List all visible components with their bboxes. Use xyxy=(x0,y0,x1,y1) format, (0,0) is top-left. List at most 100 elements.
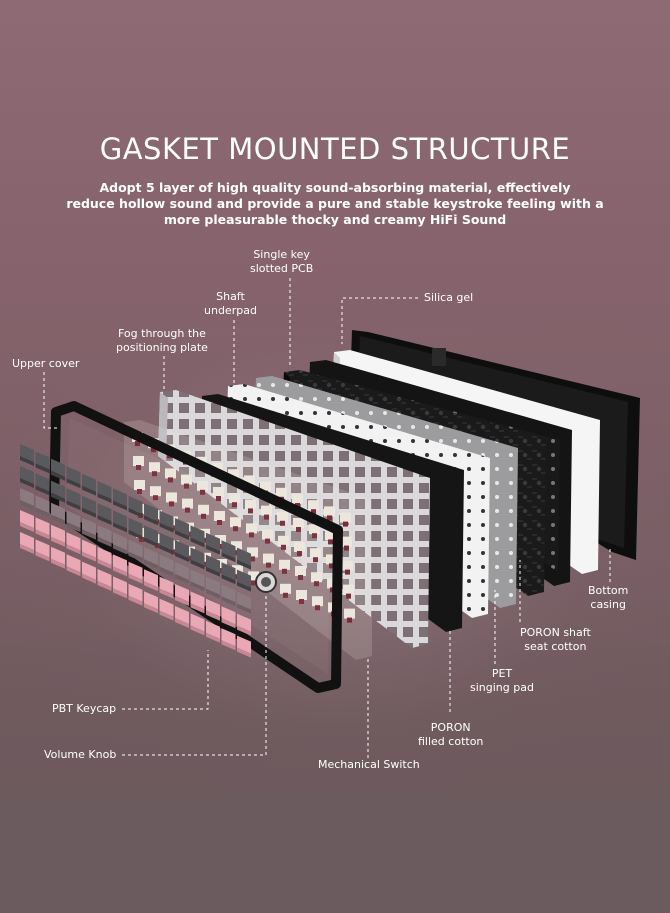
keycap xyxy=(221,540,236,563)
switch xyxy=(261,505,272,520)
switch xyxy=(181,474,192,489)
label-bottom-casing: Bottom casing xyxy=(588,584,629,611)
keycap xyxy=(206,554,220,577)
switch xyxy=(342,560,353,575)
switch xyxy=(263,553,274,568)
switch xyxy=(310,548,321,563)
keycap xyxy=(66,466,81,489)
keycap xyxy=(20,532,34,554)
keycap xyxy=(144,525,158,548)
keycap xyxy=(97,481,112,503)
switch xyxy=(231,541,242,556)
switch xyxy=(247,547,258,562)
switch xyxy=(133,456,144,470)
keycap xyxy=(159,554,174,577)
keycap xyxy=(144,547,158,570)
keycap xyxy=(159,576,174,599)
keycap xyxy=(221,628,236,651)
subtitle-line-1: Adopt 5 layer of high quality sound-abso… xyxy=(99,180,571,195)
switch xyxy=(134,480,145,494)
switch xyxy=(277,511,288,526)
switch xyxy=(229,493,240,508)
switch xyxy=(278,535,289,550)
switch xyxy=(309,524,320,539)
keycap xyxy=(206,576,220,599)
keycap xyxy=(144,591,158,614)
keycap xyxy=(113,576,127,599)
keycap xyxy=(237,613,251,636)
keycap xyxy=(66,532,81,555)
keycap xyxy=(20,466,34,488)
keycap xyxy=(35,495,50,518)
label-silica-gel: Silica gel xyxy=(424,291,474,304)
keycap xyxy=(190,547,205,570)
keycap xyxy=(128,495,143,518)
label-poron-filled: PORON filled cotton xyxy=(418,721,484,748)
switch xyxy=(311,572,322,587)
leader-lines xyxy=(43,278,611,758)
keycap xyxy=(35,451,50,474)
label-pet-singing-pad: PET singing pad xyxy=(470,667,534,694)
keycap xyxy=(66,554,81,577)
label-positioning-plate: Fog through the positioning plate xyxy=(116,327,208,354)
switch xyxy=(279,559,290,574)
switch xyxy=(326,554,337,569)
keycap xyxy=(97,525,112,547)
keycap-layer xyxy=(20,444,251,658)
keycap xyxy=(206,532,220,555)
switch xyxy=(324,506,335,521)
keycap xyxy=(82,495,96,518)
keycap xyxy=(35,539,50,562)
keycap xyxy=(221,584,236,607)
switch xyxy=(165,468,176,483)
switch xyxy=(198,504,209,519)
keycap xyxy=(190,613,205,636)
switch xyxy=(182,498,193,513)
label-single-key-pcb: Single key slotted PCB xyxy=(250,248,314,275)
keycap xyxy=(159,532,174,555)
switch xyxy=(340,512,351,527)
subtitle-line-2: reduce hollow sound and provide a pure a… xyxy=(66,196,604,211)
keycap xyxy=(206,620,220,643)
keycap xyxy=(237,569,251,592)
keycap xyxy=(221,606,236,629)
switch xyxy=(245,499,256,514)
knob-icon xyxy=(255,571,277,593)
keycap xyxy=(82,561,96,584)
page-title: GASKET MOUNTED STRUCTURE xyxy=(99,132,571,166)
keycap xyxy=(97,547,112,569)
switch xyxy=(149,462,160,477)
bottom-band xyxy=(0,790,670,913)
keycap xyxy=(144,503,158,526)
switch xyxy=(308,500,319,515)
keycap xyxy=(175,518,189,540)
switch xyxy=(248,571,259,586)
keycap xyxy=(175,562,189,584)
switch xyxy=(197,480,208,495)
keycap xyxy=(144,569,158,592)
leader-silica-gel xyxy=(341,297,418,344)
keycap xyxy=(51,480,65,503)
keycap xyxy=(82,473,96,496)
keycap xyxy=(237,591,251,614)
label-pbt-keycap: PBT Keycap xyxy=(52,702,117,715)
keycap xyxy=(82,539,96,562)
keycap xyxy=(51,546,65,569)
keycap xyxy=(175,606,189,628)
switch xyxy=(312,596,323,611)
keycap xyxy=(51,502,65,525)
switch xyxy=(294,542,305,556)
keycap xyxy=(237,635,251,658)
label-mechanical-switch: Mechanical Switch xyxy=(318,758,420,771)
keycap xyxy=(190,591,205,614)
switch xyxy=(214,511,225,525)
keycap xyxy=(51,524,65,547)
keycap xyxy=(206,598,220,621)
keycap xyxy=(190,569,205,592)
label-poron-shaft-seat: PORON shaft seat cotton xyxy=(520,626,591,653)
leader-volume-knob xyxy=(122,594,267,756)
switch xyxy=(296,590,307,604)
keycap xyxy=(20,444,34,466)
switch xyxy=(341,536,352,551)
